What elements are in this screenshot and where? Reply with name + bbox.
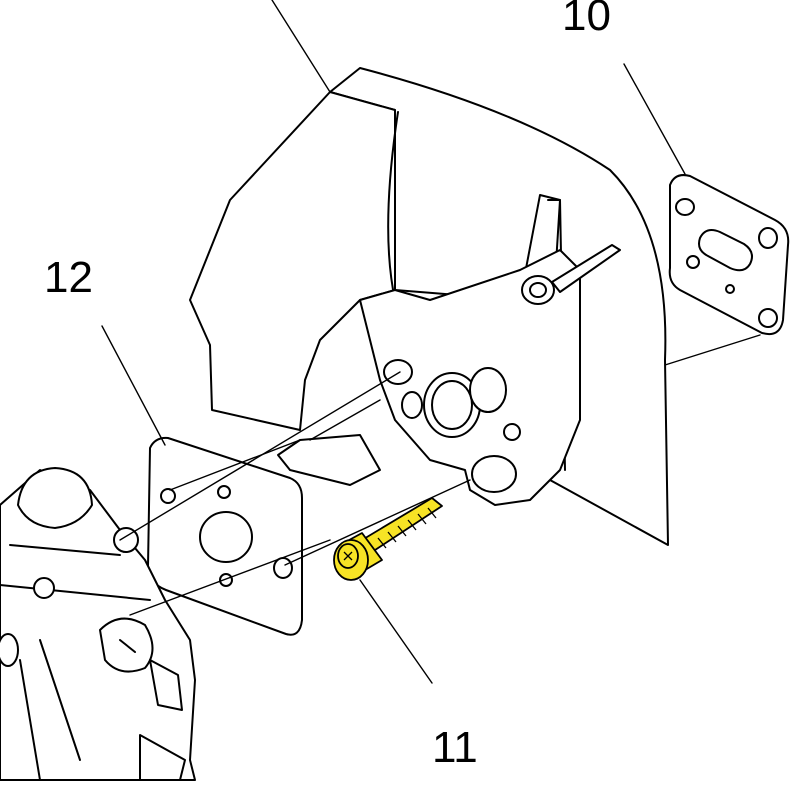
assembly-guide-lines [119, 371, 471, 616]
callout-10: 10 [562, 0, 611, 40]
intake-block [277, 244, 621, 506]
screw-11 [333, 497, 443, 581]
gasket-12 [147, 436, 303, 636]
callout-12: 12 [44, 253, 93, 302]
carburetor [0, 467, 196, 781]
leader-lines [101, 0, 761, 684]
gasket-10 [668, 174, 790, 336]
callout-11: 11 [432, 723, 478, 772]
shroud-cover [189, 67, 669, 546]
